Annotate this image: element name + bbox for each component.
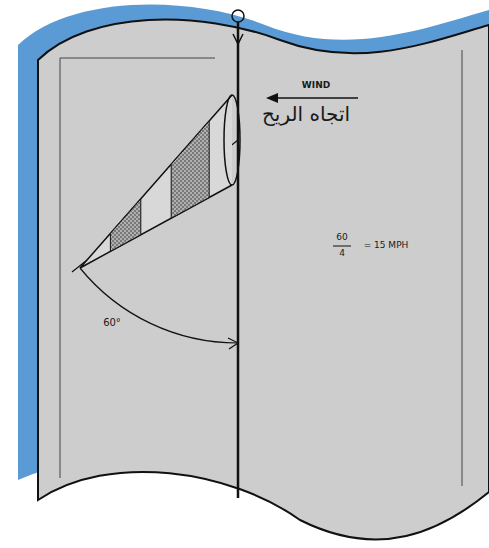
wind-arrow: [268, 97, 358, 99]
windsock: [80, 95, 232, 268]
sock-band: [171, 121, 209, 218]
frame-line: [462, 50, 463, 486]
fraction-denominator: 4: [339, 249, 345, 259]
pole-arrow: [233, 34, 243, 44]
page-sheet: [38, 20, 489, 540]
wind-arrowhead: [266, 93, 278, 103]
arc-tick: [228, 338, 238, 349]
fraction-bar: [333, 246, 351, 247]
wind-direction-arabic: اتجاه الريح: [262, 103, 350, 125]
angle-arc: [80, 268, 238, 343]
sock-mouth: [224, 95, 240, 185]
pole-top: [232, 10, 244, 22]
pole: [237, 22, 240, 498]
frame-line: [60, 58, 215, 59]
sock-band: [110, 199, 140, 252]
angle-label: 60°: [103, 317, 121, 328]
wind-label: WIND: [302, 81, 330, 91]
speed-result: = 15 MPH: [364, 241, 409, 251]
frame-line: [60, 58, 61, 478]
fraction-numerator: 60: [336, 233, 347, 243]
